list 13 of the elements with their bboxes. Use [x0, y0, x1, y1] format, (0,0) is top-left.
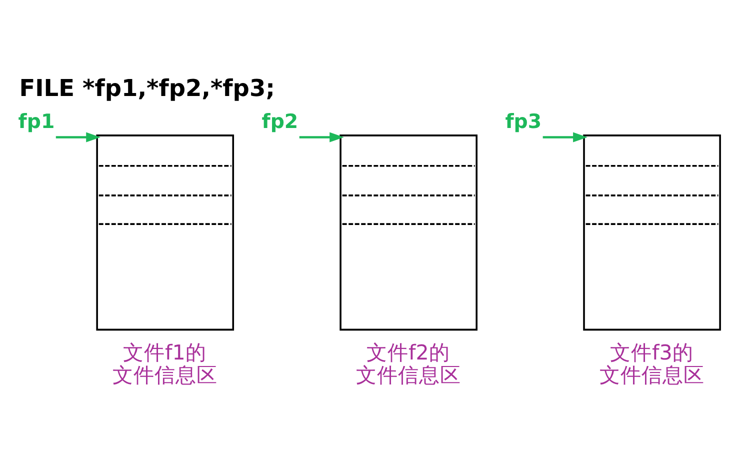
- arrow: [56, 132, 100, 142]
- arrow: [542, 132, 588, 142]
- node-label: 文件f2的文件信息区: [356, 340, 462, 387]
- node-label: 文件f3的文件信息区: [600, 340, 705, 387]
- node-box: [340, 134, 478, 331]
- node-text: fp1: [18, 110, 55, 133]
- node-box: [583, 134, 721, 331]
- node-label: 文件f1的文件信息区: [112, 340, 218, 387]
- diagram-title: FILE *fp1,*fp2,*fp3;: [19, 74, 275, 102]
- node-text: fp3: [505, 110, 542, 133]
- node-box: [96, 134, 234, 331]
- node-text: fp2: [262, 110, 298, 133]
- arrow: [299, 132, 344, 142]
